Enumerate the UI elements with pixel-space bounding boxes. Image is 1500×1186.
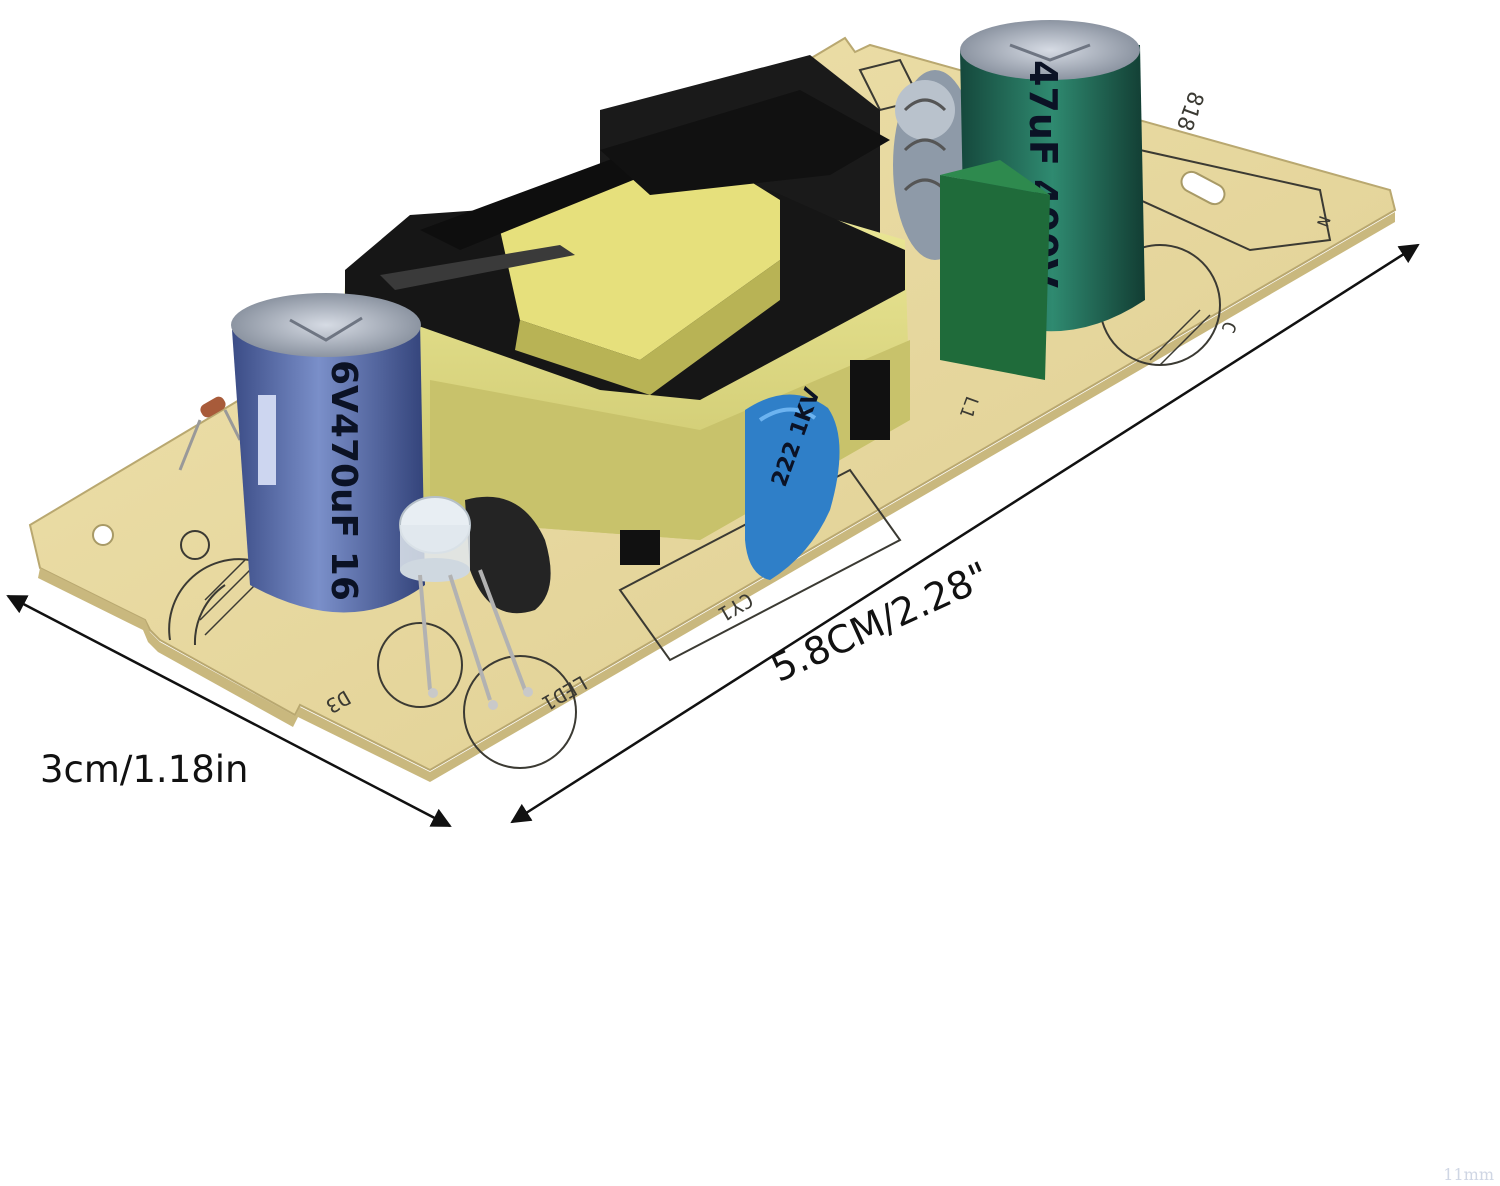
capacitor-left-marking: 6V470uF 16 [323, 360, 364, 601]
silk-board-id: 818 [1171, 88, 1208, 134]
width-dimension-label: 3cm/1.18in [40, 748, 249, 791]
resistor [178, 396, 242, 471]
capacitor-left: 6V470uF 16 [231, 293, 425, 613]
length-arrow [510, 243, 1420, 824]
silk-c: C [1217, 318, 1240, 335]
watermark: 11mm [1443, 1165, 1494, 1184]
film-capacitor [940, 160, 1050, 380]
mount-hole-left [92, 524, 114, 546]
mount-hole-right [1180, 170, 1226, 206]
width-arrow [6, 594, 452, 828]
